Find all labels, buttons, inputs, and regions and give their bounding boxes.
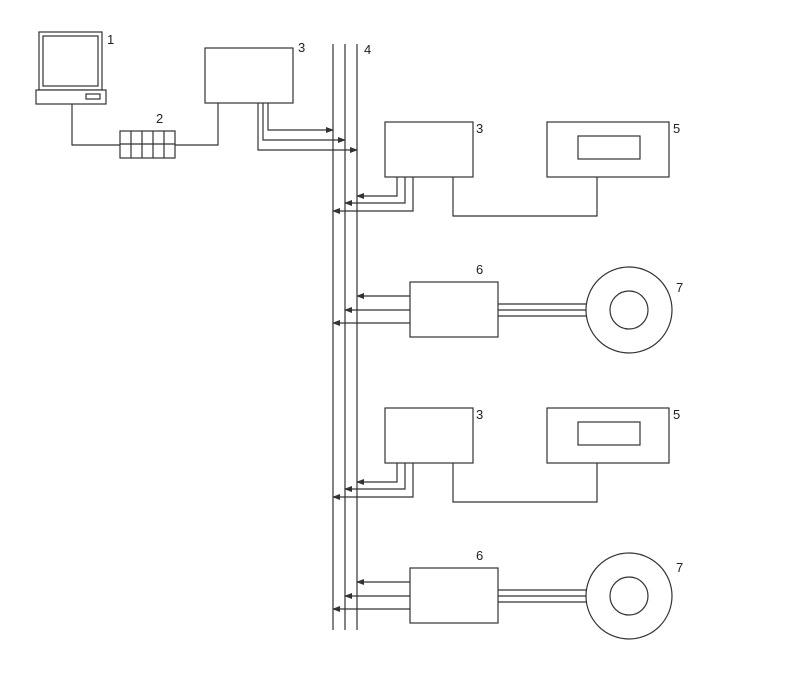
controller-b-box bbox=[384, 407, 474, 464]
bus-label: 4 bbox=[364, 42, 371, 57]
driver-a-motor-lines bbox=[498, 303, 590, 317]
main-controller-label: 3 bbox=[298, 40, 305, 55]
controller-b-label: 3 bbox=[476, 407, 483, 422]
converter-link-line bbox=[175, 103, 219, 146]
display-a-icon bbox=[546, 121, 670, 178]
controller-b-display-link bbox=[452, 463, 598, 503]
converter-icon bbox=[119, 130, 176, 159]
driver-b-bus-lines bbox=[332, 579, 410, 612]
bus-lines bbox=[332, 44, 358, 630]
driver-a-box bbox=[409, 281, 499, 338]
computer-icon bbox=[35, 31, 107, 105]
controller-a-box bbox=[384, 121, 474, 178]
controller-a-label: 3 bbox=[476, 121, 483, 136]
driver-b-label: 6 bbox=[476, 548, 483, 563]
computer-label: 1 bbox=[107, 32, 114, 47]
display-a-label: 5 bbox=[673, 121, 680, 136]
motor-a-label: 7 bbox=[676, 280, 683, 295]
driver-b-box bbox=[409, 567, 499, 624]
driver-b-motor-lines bbox=[498, 589, 590, 603]
controller-b-bus-lines bbox=[332, 463, 414, 500]
computer-link-line bbox=[71, 104, 120, 146]
motor-a-icon bbox=[585, 266, 673, 354]
display-b-label: 5 bbox=[673, 407, 680, 422]
main-controller-bus-lines bbox=[257, 103, 358, 153]
controller-a-bus-lines bbox=[332, 177, 414, 214]
main-controller-box bbox=[204, 47, 294, 104]
controller-a-display-link bbox=[452, 177, 598, 217]
motor-b-label: 7 bbox=[676, 560, 683, 575]
driver-a-label: 6 bbox=[476, 262, 483, 277]
converter-label: 2 bbox=[156, 111, 163, 126]
motor-b-icon bbox=[585, 552, 673, 640]
driver-a-bus-lines bbox=[332, 293, 410, 326]
display-b-icon bbox=[546, 407, 670, 464]
